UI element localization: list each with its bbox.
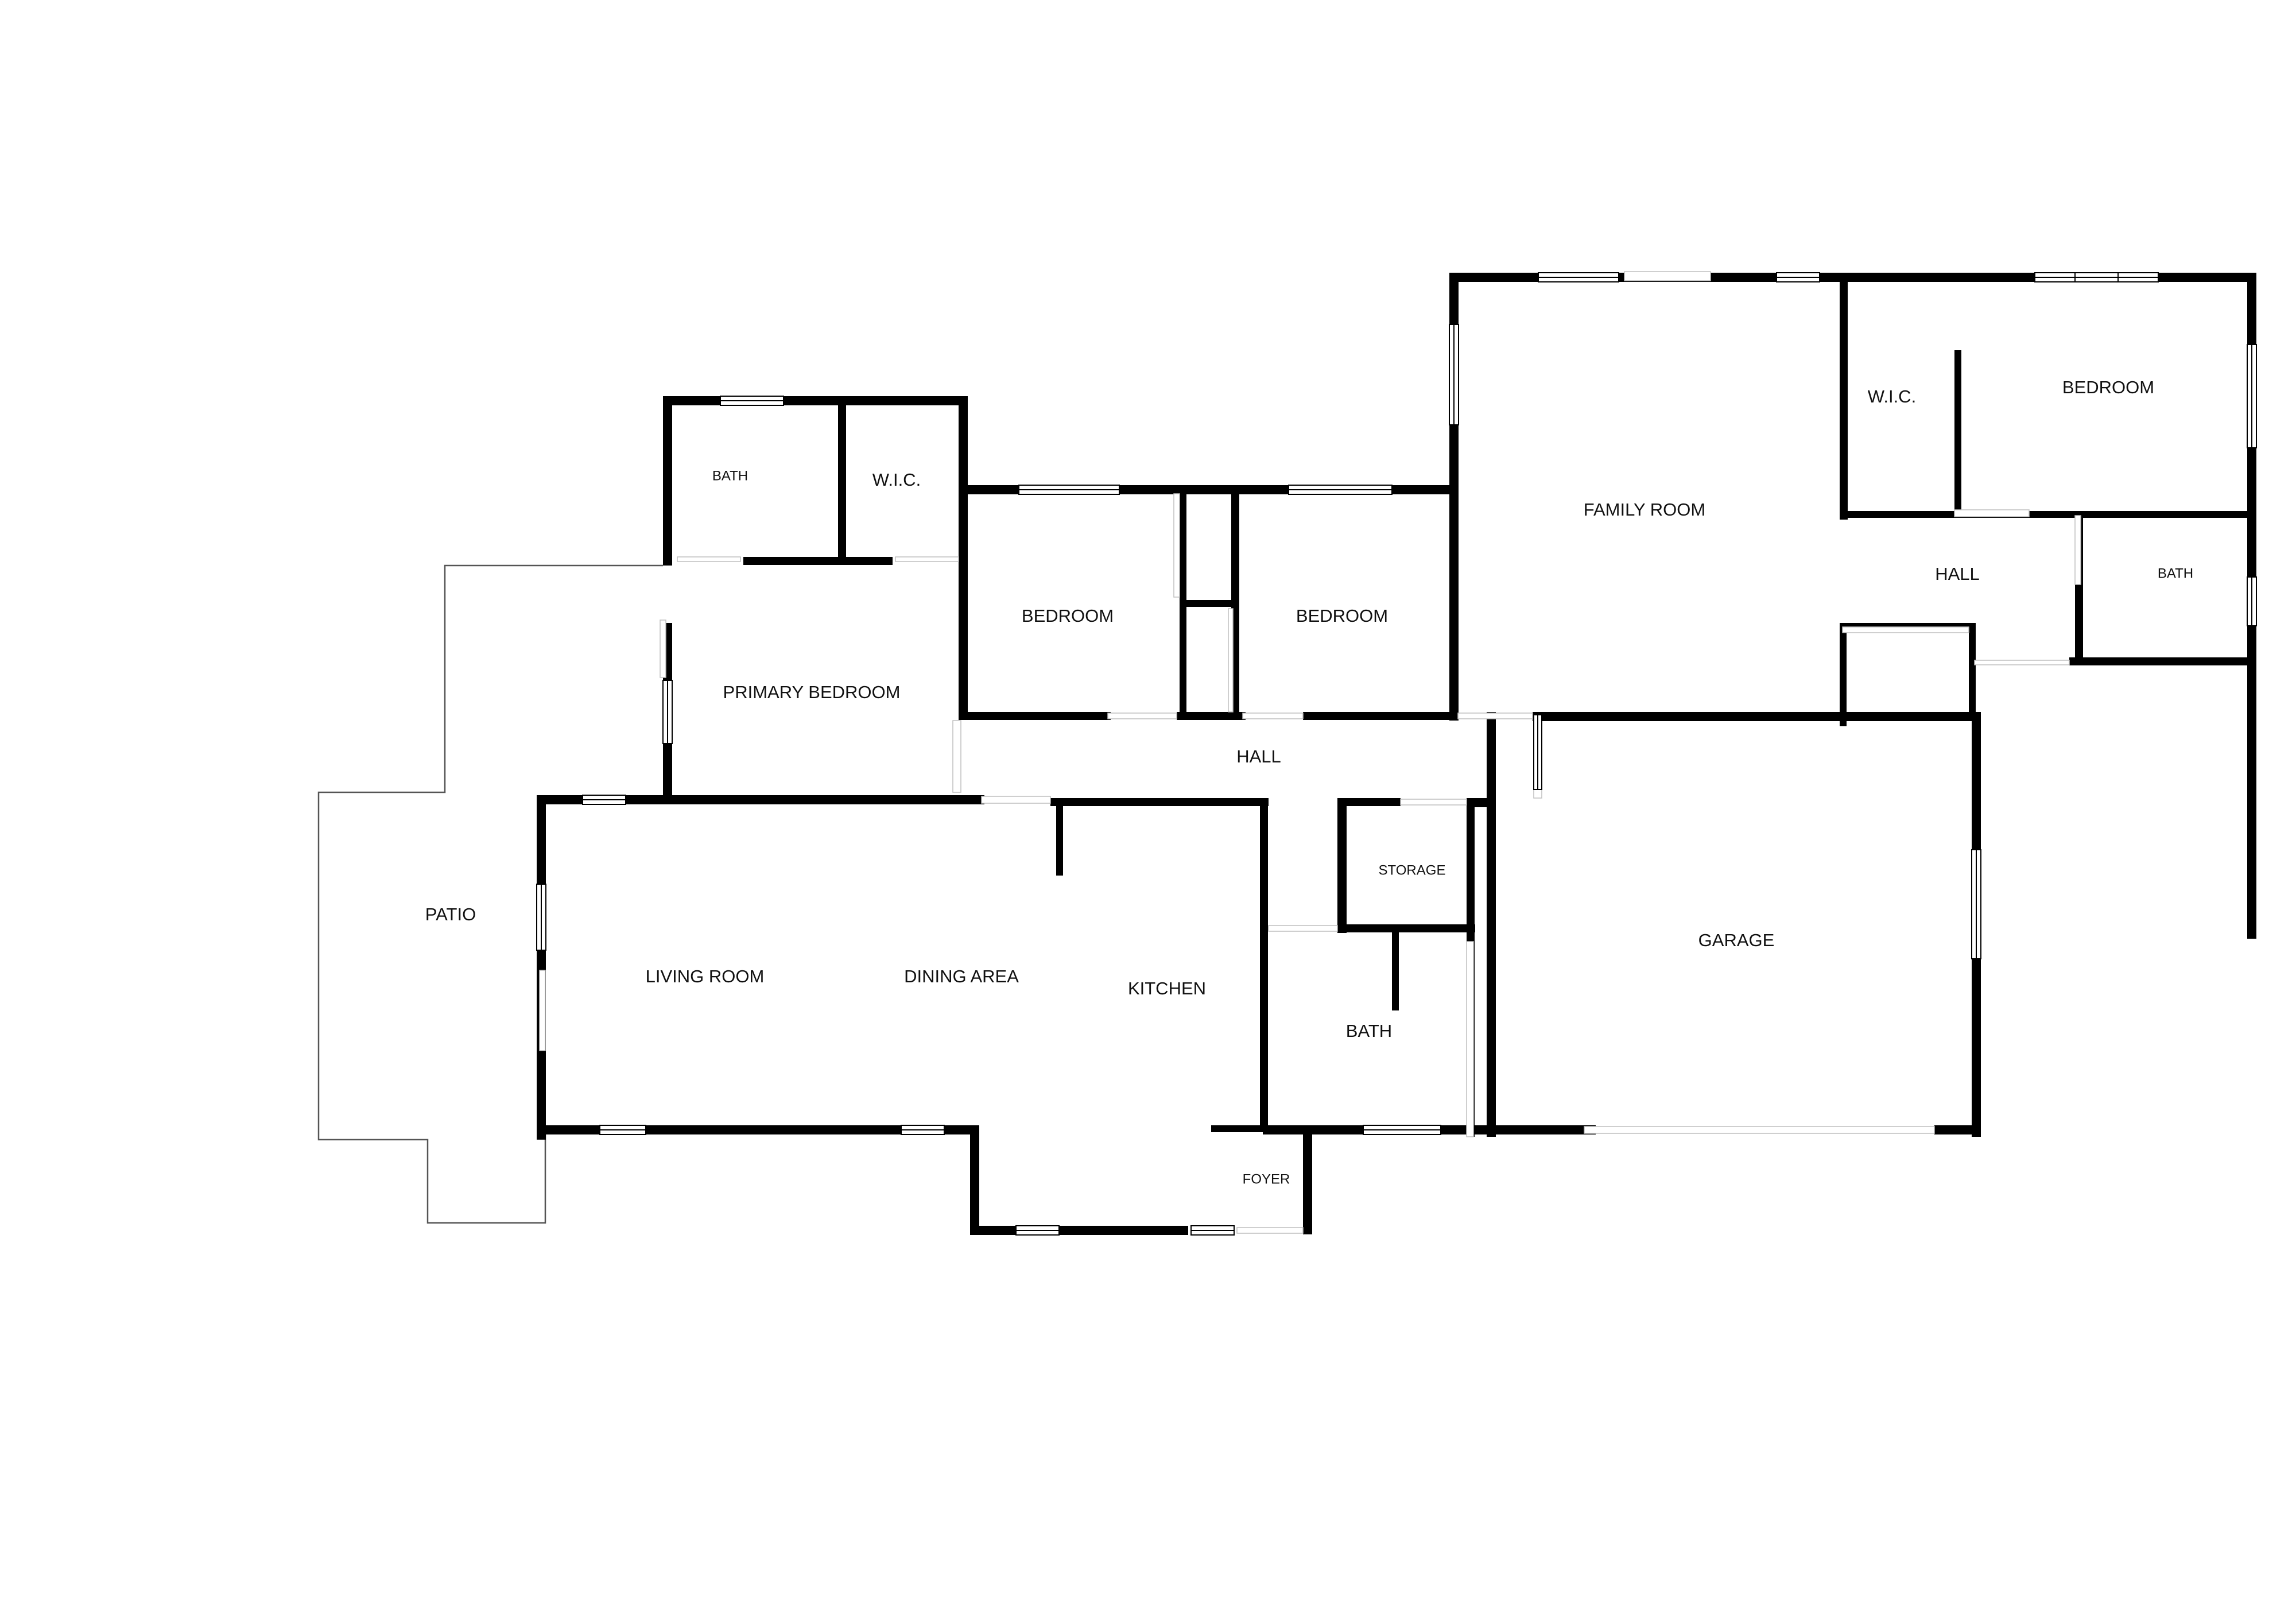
- label-kitchen: KITCHEN: [1128, 978, 1206, 998]
- label-patio: PATIO: [425, 904, 476, 924]
- window: [662, 680, 673, 744]
- label-family-room: FAMILY ROOM: [1584, 499, 1705, 520]
- window: [1538, 272, 1619, 282]
- window: [599, 1125, 646, 1135]
- windows: [536, 272, 2257, 1236]
- label-hall-main: HALL: [1236, 746, 1281, 766]
- closet-right-door: [1842, 626, 1969, 633]
- label-garage: GARAGE: [1698, 930, 1775, 950]
- label-dining-area: DINING AREA: [904, 966, 1019, 986]
- patio-outline: [317, 564, 663, 1224]
- closet-door-2: [1228, 608, 1234, 712]
- window: [720, 396, 784, 406]
- storage-door: [1400, 799, 1467, 806]
- label-bedroom-3: BEDROOM: [2062, 377, 2154, 397]
- label-bath-center: BATH: [1346, 1021, 1392, 1041]
- window: [1018, 485, 1120, 495]
- family-room-slider: [1624, 271, 1711, 281]
- label-bath-primary: BATH: [712, 468, 748, 483]
- garage-side-opening: [1466, 941, 1474, 1137]
- window: [1190, 1225, 1235, 1236]
- label-living-room: LIVING ROOM: [646, 966, 765, 986]
- label-wic-primary: W.I.C.: [872, 470, 921, 490]
- openings: [539, 271, 2081, 1234]
- label-storage: STORAGE: [1379, 862, 1446, 878]
- room-labels: BATH W.I.C. PRIMARY BEDROOM BEDROOM BEDR…: [425, 377, 2193, 1187]
- patio-door: [660, 619, 666, 678]
- hall-right-opening: [1974, 660, 2070, 665]
- bedroom-3-door: [1954, 509, 2030, 517]
- label-bath-right: BATH: [2158, 566, 2193, 581]
- bath-right-door: [2074, 515, 2081, 585]
- window: [2034, 272, 2159, 282]
- family-room-opening: [1457, 712, 1533, 719]
- living-hall-opening: [981, 796, 1051, 804]
- walls: [537, 273, 2256, 1235]
- bath-center-door: [1268, 925, 1338, 932]
- window: [901, 1125, 945, 1135]
- window: [1776, 272, 1820, 282]
- window: [1288, 485, 1393, 495]
- window: [582, 795, 626, 805]
- window: [2247, 344, 2257, 448]
- label-bedroom-2: BEDROOM: [1296, 606, 1388, 626]
- bath-door: [677, 556, 741, 562]
- front-door: [1236, 1227, 1304, 1234]
- garage-door: [1584, 1126, 1935, 1134]
- label-bedroom-1: BEDROOM: [1022, 606, 1114, 626]
- window: [1015, 1225, 1060, 1236]
- window: [1533, 714, 1542, 790]
- bedroom-1-door: [1107, 712, 1177, 719]
- bedroom-2-door: [1242, 712, 1304, 719]
- primary-bedroom-door: [952, 720, 961, 793]
- living-room-slider: [539, 970, 546, 1051]
- label-foyer: FOYER: [1243, 1171, 1290, 1187]
- label-primary-bedroom: PRIMARY BEDROOM: [723, 682, 901, 702]
- wic-door: [895, 556, 959, 562]
- window: [1971, 849, 1981, 959]
- closet-door-1: [1173, 493, 1180, 598]
- window: [536, 884, 546, 951]
- window: [1363, 1125, 1441, 1135]
- window: [2247, 576, 2257, 626]
- label-hall-right: HALL: [1935, 564, 1980, 584]
- label-wic-right: W.I.C.: [1868, 386, 1916, 406]
- window: [1449, 324, 1459, 425]
